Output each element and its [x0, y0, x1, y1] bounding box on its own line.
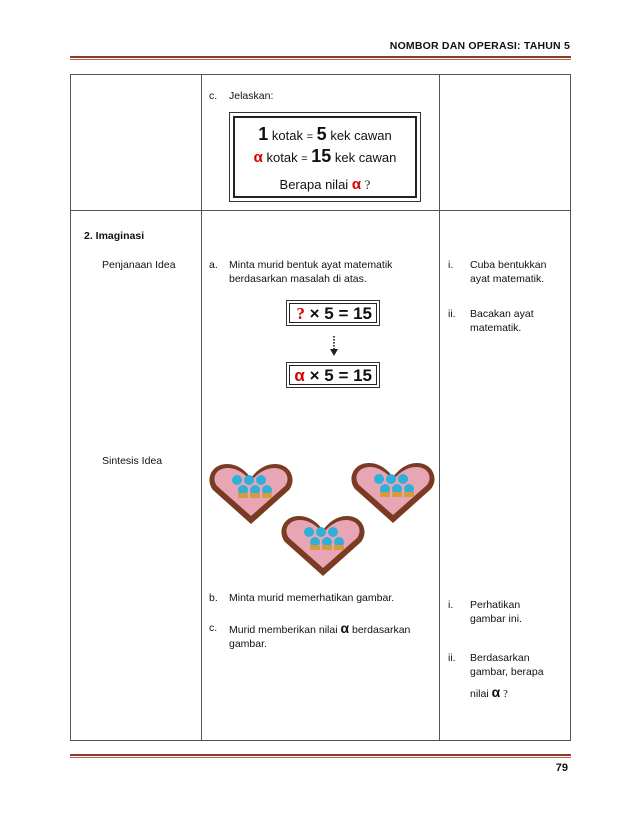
footer-rule: [70, 754, 571, 756]
math-box-unknown-inner: ? × 5 = 15: [289, 303, 377, 323]
question-variable: α: [351, 176, 362, 193]
cupcake-box-image-1: [209, 464, 293, 524]
eq2-variable: α: [253, 149, 263, 166]
variable-symbol: α: [294, 366, 305, 385]
equation-line-2: α kotak = 15 kek cawan: [235, 146, 415, 167]
item-a-text: Minta murid bentuk ayat matematik berdas…: [229, 259, 393, 285]
eq2-word1: kotak: [266, 150, 298, 165]
math-box-variable: α × 5 = 15: [286, 362, 380, 388]
math-box-variable-inner: α × 5 = 15: [289, 365, 377, 385]
equation-line-1: 1 kotak = 5 kek cawan: [235, 124, 415, 145]
col3-ii-text: Bacakan ayat matematik.: [470, 308, 534, 334]
col3-ii2-question-mark: ?: [503, 689, 508, 700]
col3-i2-marker: i.: [448, 599, 454, 611]
col3-i2-text: Perhatikan gambar ini.: [470, 599, 522, 625]
table-border-bottom: [70, 740, 571, 741]
cupcake-box-image-2: [351, 463, 435, 523]
c2-text-before: Murid memberikan nilai: [229, 624, 338, 636]
item-b-marker: b.: [209, 592, 218, 604]
eq2-word2: kek cawan: [334, 150, 397, 165]
explanation-box: 1 kotak = 5 kek cawan α kotak = 15 kek c…: [229, 112, 421, 202]
eq-rest-1: × 5 = 15: [309, 304, 372, 323]
item-a-marker: a.: [209, 259, 218, 271]
subheading-sintesis: Sintesis Idea: [102, 455, 163, 467]
col3-ii2-marker: ii.: [448, 652, 456, 664]
eq1-equals: =: [306, 131, 314, 143]
table-col-divider-1: [201, 74, 202, 741]
equation-line-3: Berapa nilai α ?: [235, 176, 415, 193]
col3-ii-marker: ii.: [448, 308, 456, 320]
table-row-divider: [70, 210, 571, 211]
eq2-equals: =: [301, 153, 308, 165]
arrow-down-icon: [330, 336, 338, 356]
header-rule: [70, 56, 571, 58]
item-b-text: Minta murid memerhatikan gambar.: [229, 592, 395, 604]
table-border-right: [570, 74, 571, 741]
item-c-marker: c.: [209, 90, 218, 102]
section-title: 2. Imaginasi: [84, 230, 145, 242]
col3-i-marker: i.: [448, 259, 454, 271]
eq-rest-2: × 5 = 15: [309, 366, 372, 385]
eq2-num2: 15: [311, 146, 332, 166]
cupcake-box-image-3: [281, 516, 365, 576]
col3-ii2-line3: nilai α ?: [470, 685, 508, 702]
item-c-text: Jelaskan:: [229, 90, 274, 102]
header-title: NOMBOR DAN OPERASI: TAHUN 5: [389, 40, 570, 52]
col3-ii2-variable: α: [491, 684, 501, 700]
footer-rule-thin: [70, 757, 571, 758]
eq1-num2: 5: [316, 124, 327, 144]
item-c2-marker: c.: [209, 622, 218, 634]
page-number: 79: [555, 762, 568, 774]
table-border-left: [70, 74, 71, 741]
eq1-word2: kek cawan: [330, 128, 392, 143]
col3-ii2-text2: nilai: [470, 688, 489, 700]
c2-variable: α: [340, 620, 350, 636]
question-text: Berapa nilai: [279, 177, 349, 192]
math-box-unknown: ? × 5 = 15: [286, 300, 380, 326]
header-rule-thin: [70, 59, 571, 60]
eq1-num1: 1: [258, 124, 269, 144]
unknown-symbol: ?: [296, 304, 305, 323]
table-border-top: [70, 74, 571, 75]
table-col-divider-2: [439, 74, 440, 741]
col3-i-text: Cuba bentukkan ayat matematik.: [470, 259, 547, 285]
explanation-box-inner: 1 kotak = 5 kek cawan α kotak = 15 kek c…: [233, 116, 417, 198]
col3-ii2-text: Berdasarkan gambar, berapa: [470, 652, 544, 678]
item-c2-text: Murid memberikan nilai α berdasarkan gam…: [229, 621, 434, 651]
question-mark: ?: [364, 177, 371, 192]
c2-text-after: berdasarkan gambar.: [229, 624, 411, 650]
subheading-penjanaan: Penjanaan Idea: [102, 259, 176, 271]
eq1-word1: kotak: [271, 128, 303, 143]
